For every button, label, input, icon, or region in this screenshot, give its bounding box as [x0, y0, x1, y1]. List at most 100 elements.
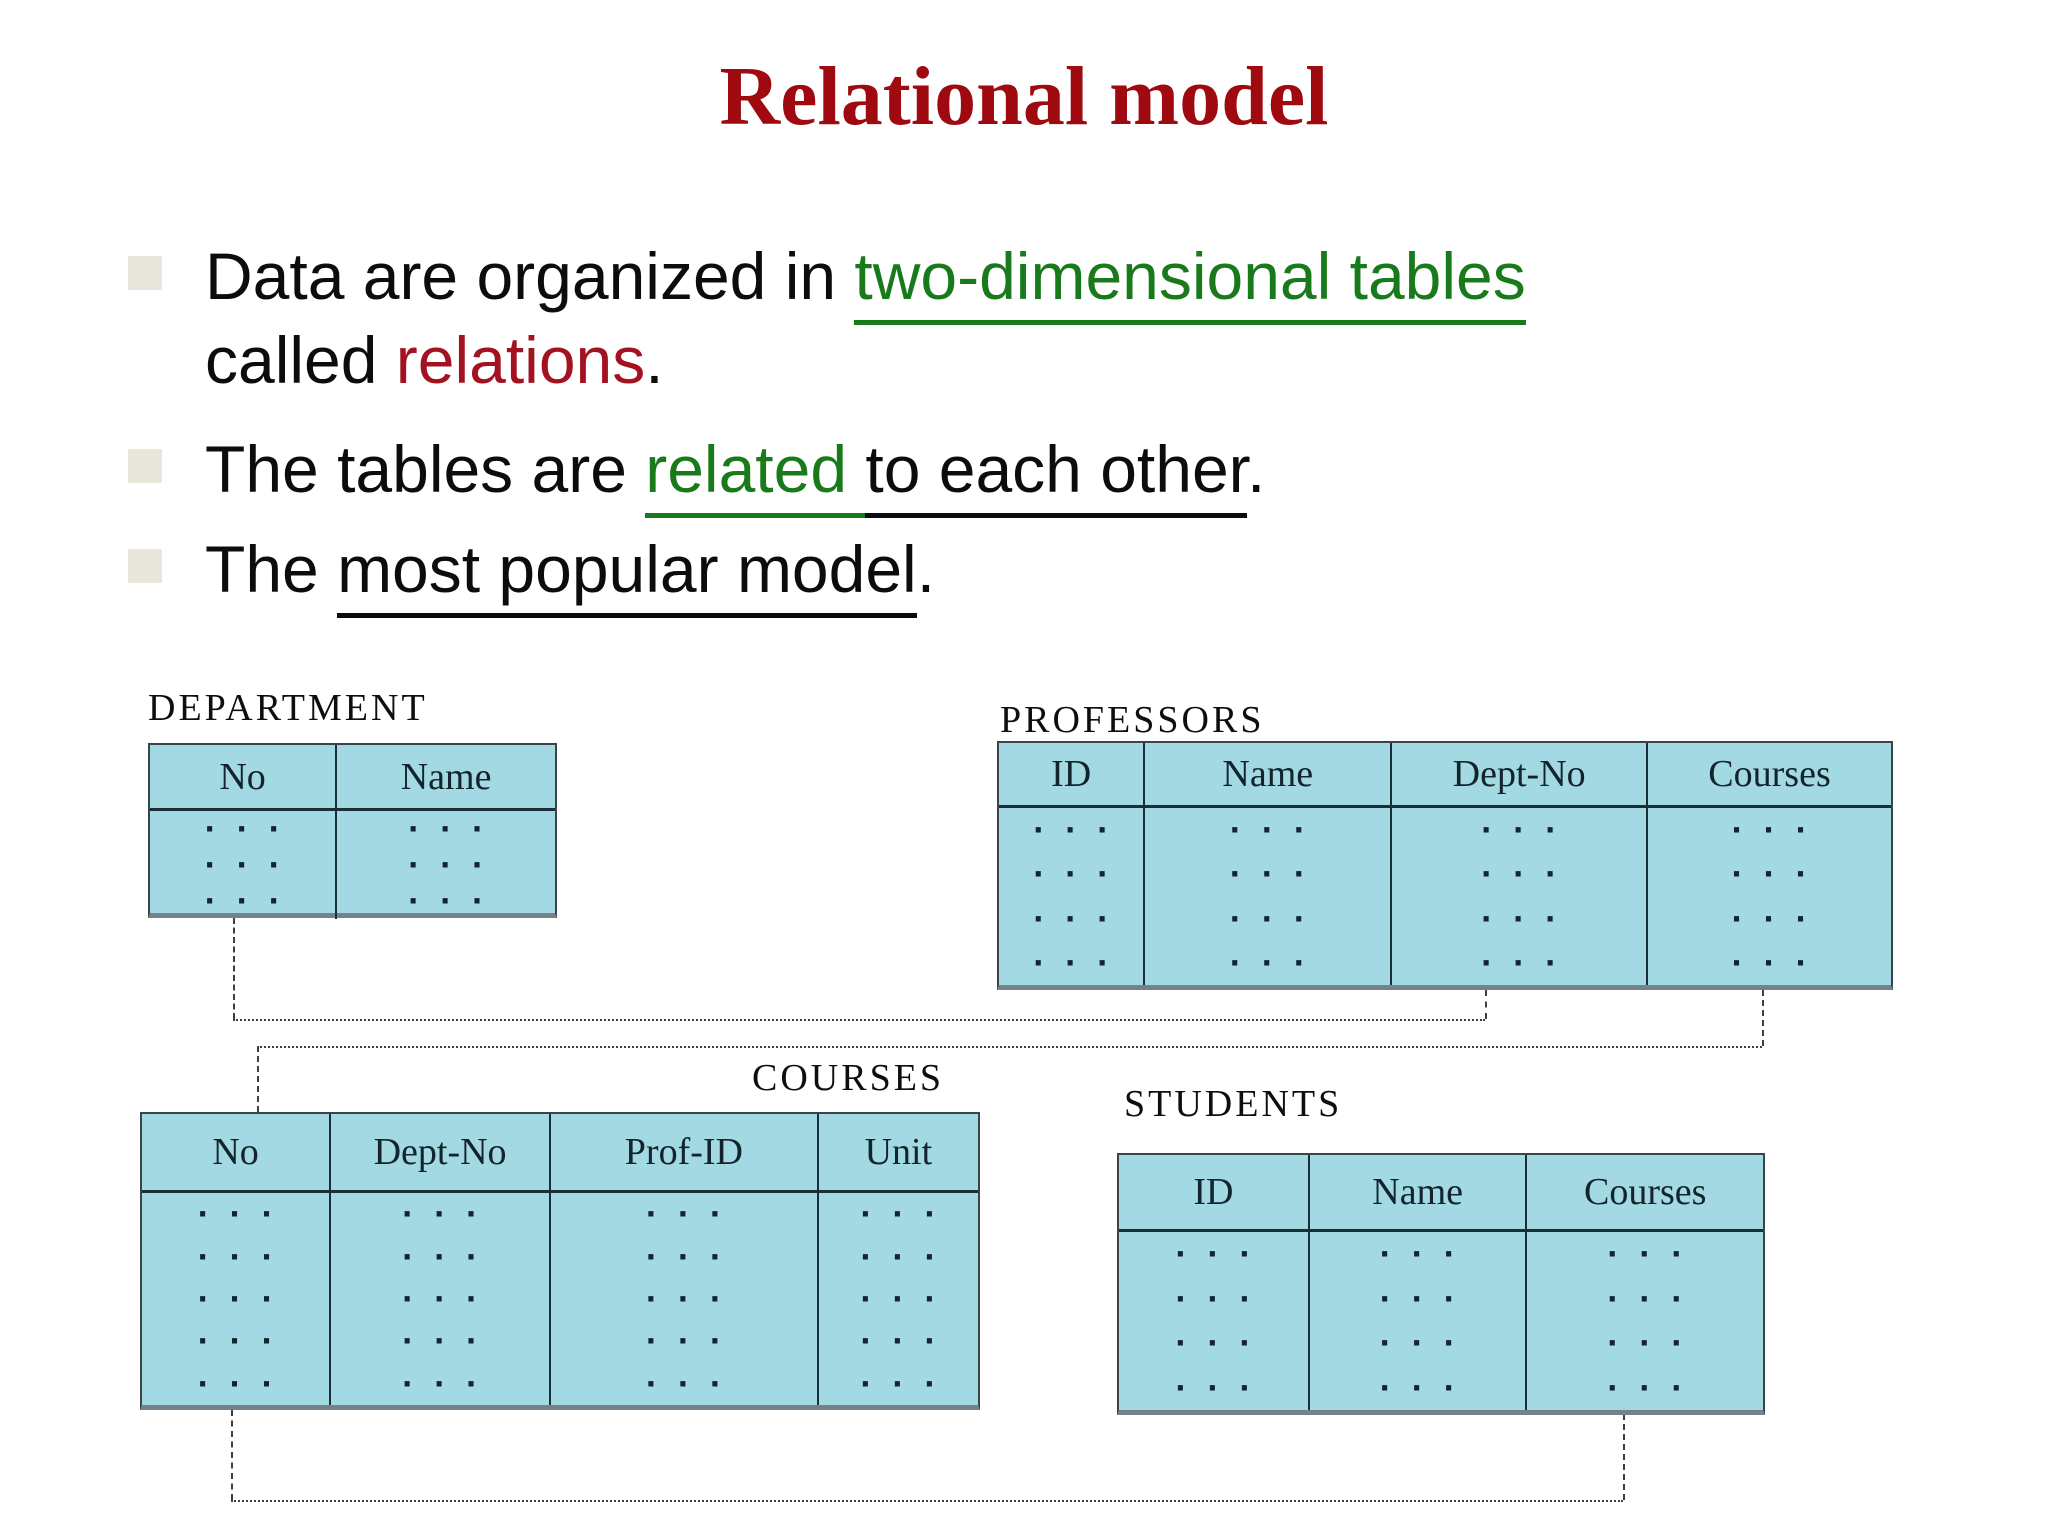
dots-row: ···: [402, 1235, 499, 1277]
dots-row: ···: [197, 1277, 294, 1319]
dots-row: ···: [1175, 1366, 1272, 1408]
slide-title: Relational model: [719, 50, 1329, 143]
dots-row: ···: [645, 1362, 742, 1404]
dots-row: ···: [402, 1193, 499, 1235]
dots-row: ···: [1481, 897, 1578, 939]
dots-row: ···: [1731, 809, 1828, 851]
connector-professors-to-courses: [257, 1046, 1762, 1048]
bullet-marker: [128, 549, 162, 583]
column-header-name: Name: [1143, 743, 1390, 805]
table-column: ············: [1119, 1232, 1308, 1410]
dots-row: ···: [1379, 1322, 1476, 1364]
table-column: ············: [1525, 1232, 1763, 1410]
column-header-unit: Unit: [816, 1114, 978, 1190]
dots-row: ···: [1731, 941, 1828, 983]
table-body: ········································…: [142, 1193, 978, 1405]
table-body: ····································: [1119, 1232, 1763, 1410]
dots-row: ···: [402, 1320, 499, 1362]
connector-professors-deptno-rise: [1485, 990, 1487, 1019]
text-segment: relations: [395, 322, 646, 397]
dots-row: ···: [645, 1320, 742, 1362]
dots-row: ···: [645, 1277, 742, 1319]
dots-row: ···: [645, 1235, 742, 1277]
dots-row: ···: [1033, 853, 1130, 895]
dots-row: ···: [1379, 1366, 1476, 1408]
dots-row: ···: [1033, 941, 1130, 983]
dots-row: ···: [408, 844, 505, 885]
dots-row: ···: [860, 1277, 957, 1319]
column-header-prof-id: Prof-ID: [549, 1114, 817, 1190]
dots-row: ···: [197, 1193, 294, 1235]
column-header-dept-no: Dept-No: [1390, 743, 1646, 805]
bullet-marker: [128, 256, 162, 290]
table-column: ·········: [150, 811, 335, 919]
table-header-row: No Name: [150, 745, 555, 811]
dots-row: ···: [1481, 941, 1578, 983]
column-header-name: Name: [1307, 1155, 1526, 1229]
dots-row: ···: [1607, 1366, 1704, 1408]
table-label-professors: PROFESSORS: [1000, 699, 1265, 741]
column-header-id: ID: [1193, 1171, 1234, 1213]
table-column: ·········: [335, 811, 555, 919]
bullet-item: Data are organized in two-dimensional ta…: [205, 235, 1965, 403]
dots-row: ···: [1379, 1277, 1476, 1319]
dots-row: ···: [1033, 897, 1130, 939]
dots-row: ···: [1607, 1233, 1704, 1275]
column-header-id: ID: [1051, 753, 1092, 795]
dots-row: ···: [1379, 1233, 1476, 1275]
connector-department-no-drop: [233, 918, 235, 1019]
text-segment: most popular model: [337, 532, 917, 618]
text-segment: The tables are: [205, 432, 646, 506]
dots-row: ···: [1229, 853, 1326, 895]
column-header-name: Name: [335, 745, 555, 808]
text-segment: The: [205, 532, 338, 606]
table-column: ············: [1307, 1232, 1526, 1410]
dots-row: ···: [204, 880, 301, 921]
column-header-dept-no: Dept-No: [329, 1114, 549, 1190]
connector-courses-no-link-top: [257, 1046, 259, 1112]
table-column: ···············: [549, 1193, 817, 1405]
dots-row: ···: [860, 1362, 957, 1404]
table-column: ···············: [142, 1193, 329, 1405]
dots-row: ···: [402, 1277, 499, 1319]
table-column: ············: [999, 808, 1143, 985]
dots-row: ···: [860, 1193, 957, 1235]
connector-courses-to-students: [231, 1500, 1623, 1502]
connector-department-to-professors: [233, 1019, 1485, 1021]
text-segment: .: [645, 322, 664, 397]
text-segment: .: [916, 532, 936, 606]
dots-row: ···: [402, 1362, 499, 1404]
dots-row: ···: [860, 1320, 957, 1362]
connector-courses-no-drop-bottom: [231, 1410, 233, 1500]
dots-row: ···: [1033, 809, 1130, 851]
connector-students-courses-rise: [1623, 1414, 1625, 1500]
dots-row: ···: [1229, 941, 1326, 983]
column-header-courses: Courses: [1525, 1155, 1763, 1229]
dots-row: ···: [408, 880, 505, 921]
dots-row: ···: [1731, 853, 1828, 895]
text-segment: Data are organized in: [205, 239, 855, 313]
table-label-department: DEPARTMENT: [148, 687, 428, 729]
connector-professors-courses-drop: [1762, 990, 1764, 1046]
dots-row: ···: [1175, 1233, 1272, 1275]
dots-row: ···: [204, 844, 301, 885]
dots-row: ···: [1229, 897, 1326, 939]
table-label-students: STUDENTS: [1124, 1083, 1343, 1125]
dots-row: ···: [197, 1235, 294, 1277]
table-column: ············: [1390, 808, 1646, 985]
column-header-no: No: [219, 755, 266, 798]
table-label-courses: COURSES: [752, 1057, 945, 1099]
dots-row: ···: [1175, 1322, 1272, 1364]
text-segment: .: [1247, 432, 1266, 506]
bullet-marker: [128, 449, 162, 483]
table-column: ············: [1143, 808, 1390, 985]
dots-row: ···: [1607, 1322, 1704, 1364]
dots-row: ···: [197, 1320, 294, 1362]
